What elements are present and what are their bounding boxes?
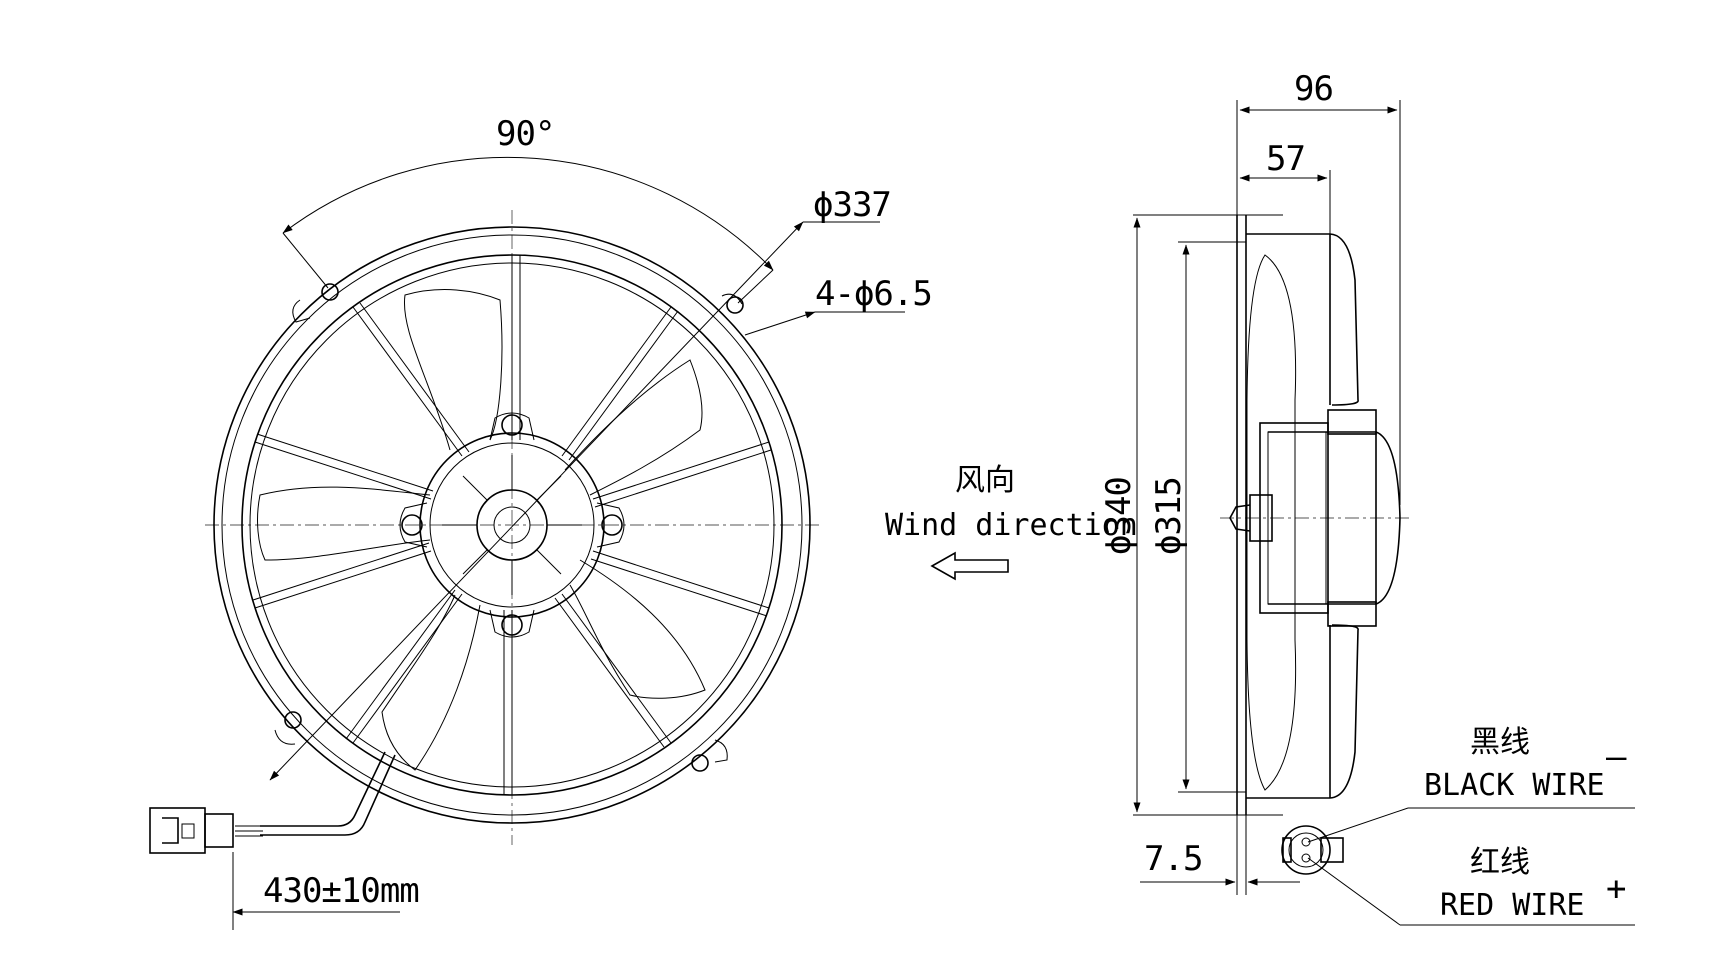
red-wire-en: RED WIRE [1440,888,1585,923]
black-wire-en: BLACK WIRE [1424,768,1605,803]
side-connector [1281,825,1344,875]
front-view [149,156,905,930]
depth-motor-label: 57 [1266,139,1305,179]
wind-direction-en: Wind direction [885,508,1138,543]
depth-total-label: 96 [1294,69,1333,109]
black-wire-sign: — [1606,737,1627,777]
diameter-315-label: ϕ315 [1149,477,1189,555]
wind-direction-cn: 风向 [955,463,1015,498]
angle-label: 90° [496,114,554,154]
offset-label: 7.5 [1144,839,1202,879]
black-wire-cn: 黑线 [1470,725,1530,760]
side-view [1133,100,1635,926]
wire-harness [235,751,396,837]
left-arrow-icon [930,551,1009,581]
holes-label: 4-ϕ6.5 [815,274,932,314]
cable-length-label: 430±10mm [263,871,419,911]
red-wire-sign: + [1606,869,1626,909]
connector-plug [149,807,234,854]
red-wire-cn: 红线 [1470,845,1530,880]
diameter-337-label: ϕ337 [813,185,891,225]
diameter-340-label: ϕ340 [1099,477,1139,555]
